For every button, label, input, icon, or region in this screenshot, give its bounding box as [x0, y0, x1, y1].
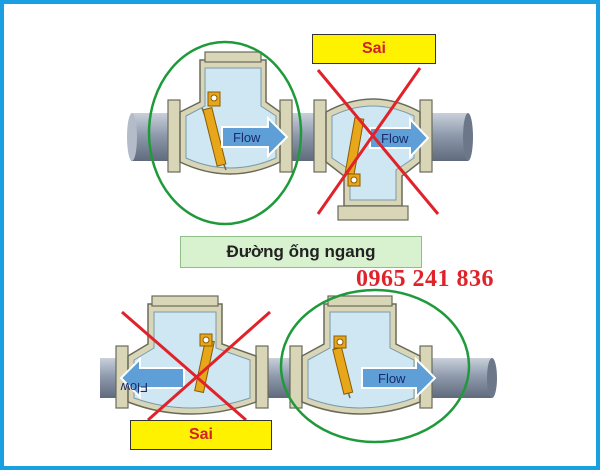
wrong-cross-bottom-left [121, 310, 271, 422]
flow-arrow-bottom-left: Flow [119, 356, 185, 400]
pipe-top-right-end [463, 113, 473, 161]
pipe-bottom-right-end [487, 358, 497, 398]
pipe-bottom-right [430, 358, 492, 398]
horizontal-pipe-caption: Đường ống ngang [180, 236, 422, 268]
flow-label: Flow [378, 371, 406, 386]
disc-bottom-right [332, 346, 354, 395]
valve-bottom-right-correct [289, 295, 433, 415]
correct-circle-top-left [147, 40, 303, 226]
wrong-cross-top-right [316, 67, 440, 215]
disc-top-left [202, 107, 227, 167]
wrong-label-bottom: Sai [130, 420, 272, 450]
wrong-label-top: Sai [312, 34, 436, 64]
valve-top-right-wrong [313, 98, 433, 221]
flow-label: Flow [120, 380, 148, 395]
flow-label: Flow [381, 131, 409, 146]
pipe-top-left-end [127, 113, 137, 161]
correct-circle-bottom-right [279, 288, 471, 444]
flow-label: Flow [233, 130, 261, 145]
phone-number: 0965 241 836 [356, 266, 494, 292]
flow-arrow-top-left: Flow [221, 115, 289, 159]
pipe-top-right [428, 113, 468, 161]
valve-top-left-correct [167, 51, 293, 175]
flow-arrow-bottom-right: Flow [361, 356, 437, 400]
